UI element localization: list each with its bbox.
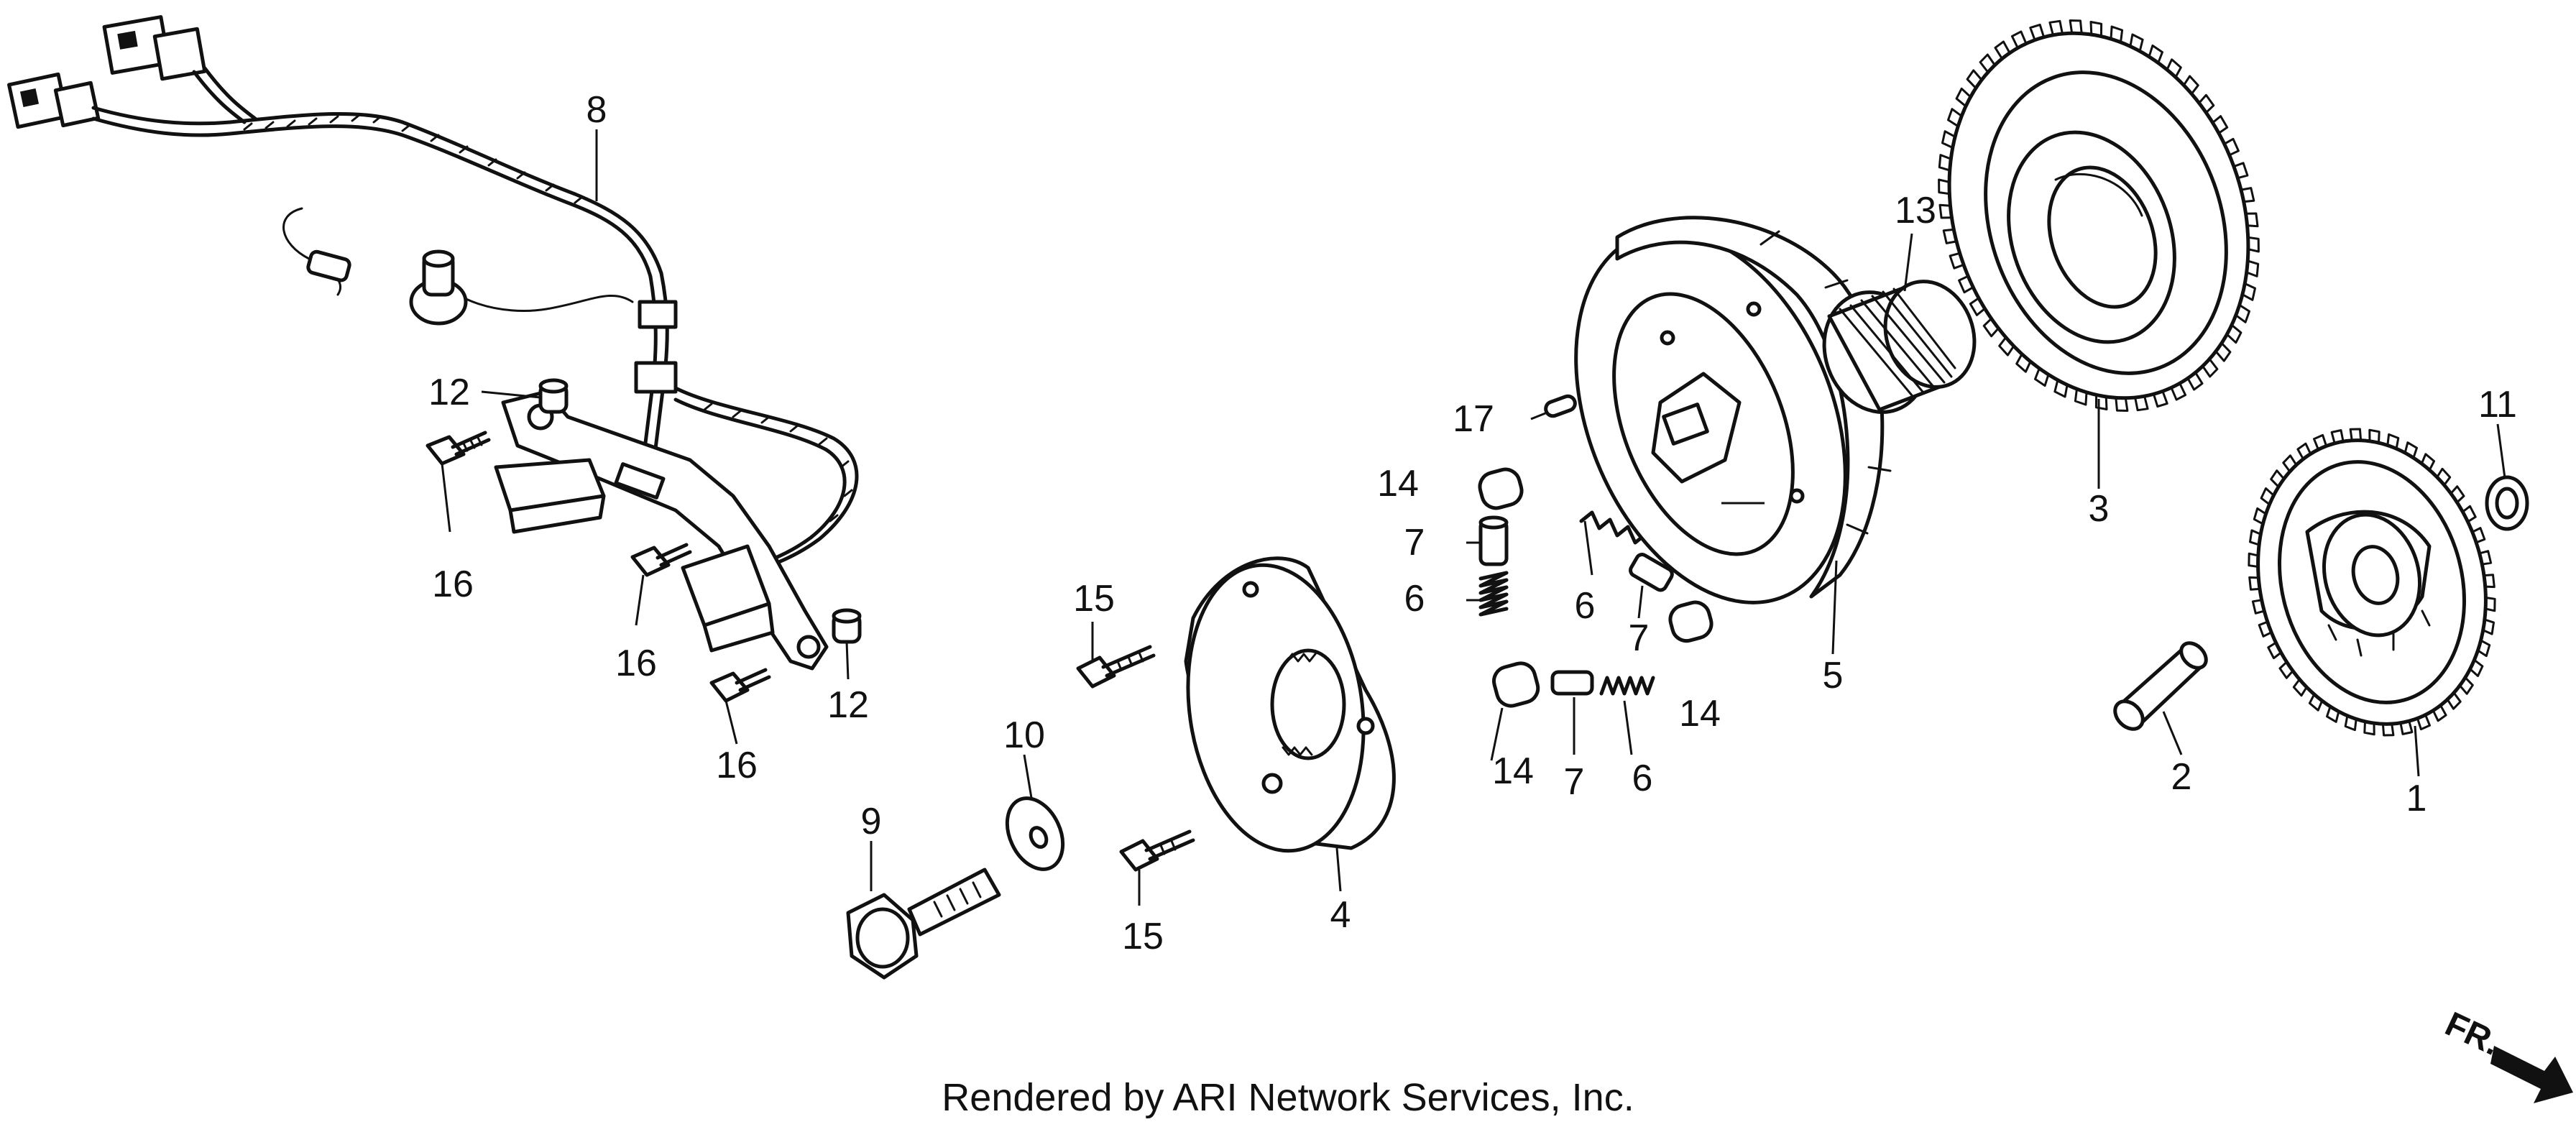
callout-14-right: 14	[1679, 693, 1721, 735]
callout-4: 4	[1330, 894, 1351, 936]
callout-12-top: 12	[428, 372, 470, 413]
callout-15-upper: 15	[1073, 578, 1115, 620]
callout-10: 10	[1003, 714, 1045, 756]
callout-5: 5	[1823, 655, 1844, 696]
callout-15-lower: 15	[1122, 916, 1164, 957]
wire-harness-drawing	[7, 15, 859, 671]
plunger-7-bottom	[1550, 670, 1594, 696]
callout-13: 13	[1895, 190, 1936, 231]
callout-11: 11	[2478, 384, 2517, 426]
callout-16-left: 16	[432, 564, 474, 605]
dowel-pin-17	[1544, 394, 1577, 418]
bolt-15-lower	[1119, 829, 1195, 872]
callout-6-middle: 6	[1575, 585, 1596, 627]
callout-2: 2	[2171, 756, 2192, 798]
callout-16-bottom: 16	[716, 745, 758, 786]
callout-17: 17	[1453, 398, 1494, 440]
callout-6-bottom: 6	[1632, 758, 1653, 799]
harness-connector-top	[102, 15, 207, 81]
one-way-clutch-plate-4	[1184, 556, 1396, 853]
callout-7-top: 7	[1404, 522, 1425, 564]
spring-6-top	[1478, 571, 1509, 617]
roller-14-right	[1668, 600, 1714, 643]
roller-14-bottom	[1491, 661, 1540, 708]
pulser-coil-left	[494, 458, 606, 534]
thrust-washer-11	[2485, 475, 2529, 531]
callout-7-bottom: 7	[1564, 761, 1585, 803]
flange-bolt-9	[846, 868, 1001, 980]
render-credit: Rendered by ARI Network Services, Inc.	[942, 1076, 1634, 1119]
front-direction-arrow	[2490, 1046, 2573, 1103]
gear-1-teeth	[2248, 428, 2496, 737]
bolt-16-middle	[630, 543, 692, 577]
bolt-16-lower	[709, 668, 771, 703]
needle-bearing-13	[1822, 280, 1977, 414]
callout-7-middle: 7	[1629, 617, 1650, 659]
pulser-coil-right	[681, 544, 775, 653]
plunger-7-middle	[1629, 553, 1674, 592]
callout-3: 3	[2089, 488, 2110, 530]
harness-plug-cap	[409, 249, 468, 326]
gear-3-teeth	[1938, 19, 2260, 412]
idle-gear-1	[2256, 438, 2488, 726]
spring-6-bottom	[1599, 676, 1655, 696]
callout-14-bottom: 14	[1492, 750, 1534, 792]
callout-8: 8	[586, 89, 607, 131]
callout-9: 9	[861, 801, 882, 842]
roller-14-top	[1478, 467, 1524, 510]
callout-numbers: 1 2 3 4 5 6 6 6 7 7 7 8 9 10 11 12 12 13…	[428, 89, 2517, 957]
collar-12-bottom	[832, 608, 862, 644]
idle-gear-shaft-2	[2113, 641, 2208, 731]
callout-1: 1	[2406, 778, 2427, 819]
callout-14-top: 14	[1377, 463, 1419, 505]
harness-connector-left	[7, 72, 101, 129]
plunger-7-top	[1478, 515, 1509, 566]
collar-12-top	[538, 378, 569, 414]
clutch-outer-housing-5	[1574, 216, 1899, 604]
callout-16-middle: 16	[615, 643, 657, 684]
callout-6-top: 6	[1404, 578, 1425, 620]
washer-10	[1005, 796, 1065, 871]
callout-12-bottom: 12	[827, 684, 869, 726]
bolt-15-upper	[1076, 645, 1156, 689]
leader-lines	[441, 129, 2506, 906]
bolt-16-upper-left	[426, 431, 491, 466]
